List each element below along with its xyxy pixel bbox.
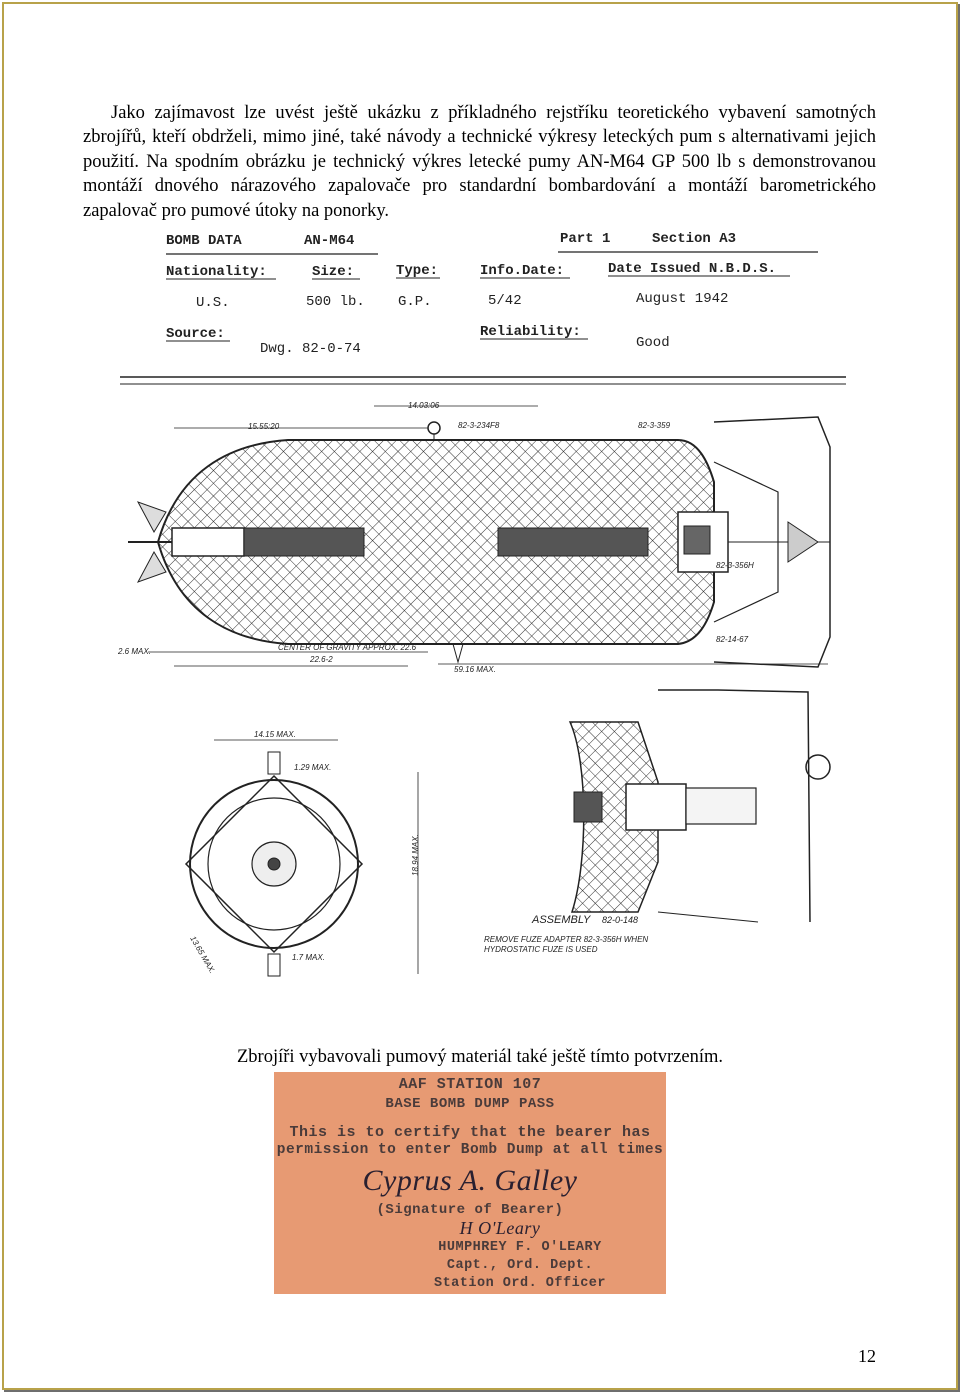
size-label: Size: [312, 264, 354, 280]
dim-tail-max: 2.6 MAX. [118, 647, 151, 656]
info-date-value: 5/42 [488, 293, 522, 309]
bomb-designation: AN-M64 [304, 233, 354, 249]
dim-cog: 22.6-2 [309, 655, 333, 664]
nationality-label: Nationality: [166, 264, 267, 280]
bomb-data-title: BOMB DATA [166, 233, 242, 249]
bomb-technical-drawing: BOMB DATA AN-M64 Part 1 Section A3 Natio… [118, 231, 846, 977]
assembly-label: ASSEMBLY [531, 914, 591, 926]
intro-paragraph: Jako zajímavost lze uvést ještě ukázku z… [83, 102, 876, 221]
dim-top: 14.03:06 [408, 401, 440, 410]
pass-station: AAF STATION 107 [398, 1076, 542, 1093]
part-tail: 82-3-359 [638, 421, 671, 430]
nationality-value: U.S. [196, 295, 230, 311]
pass-signature-caption: (Signature of Bearer) [376, 1202, 564, 1218]
source-label: Source: [166, 326, 225, 342]
type-label: Type: [396, 263, 438, 279]
part-label: Part 1 [560, 231, 610, 247]
bomb-dump-pass-photo: AAF STATION 107 BASE BOMB DUMP PASS This… [274, 1072, 666, 1294]
assembly-number: 82-0-148 [602, 915, 638, 925]
dim-height: 18.94 MAX. [411, 834, 420, 876]
part-fuze: 82-3-356H [716, 561, 754, 570]
bearer-signature: Cyprus A. Galley [362, 1164, 578, 1197]
reliability-label: Reliability: [480, 324, 581, 340]
page-number: 12 [858, 1346, 876, 1366]
dim-length: 59.16 MAX. [454, 665, 496, 674]
bomb-side-view [128, 405, 831, 668]
pass-certify-line: This is to certify that the bearer has [289, 1124, 651, 1141]
remove-note-1: REMOVE FUZE ADAPTER 82-3-356H WHEN [484, 935, 648, 944]
dim-left: 15.55:20 [248, 422, 280, 431]
dim-lug: 1.29 MAX. [294, 763, 331, 772]
part-base: 82-14-67 [716, 635, 749, 644]
part-lug: 82-3-234F8 [458, 421, 500, 430]
officer-rank: Capt., Ord. Dept. [446, 1258, 594, 1273]
fuze-assembly-view [568, 689, 831, 923]
type-value: G.P. [398, 294, 432, 310]
officer-title: Station Ord. Officer [433, 1276, 607, 1291]
date-issued-value: August 1942 [636, 291, 728, 307]
dim-diag: 13.65 MAX. [188, 935, 217, 976]
section-label: Section A3 [652, 231, 736, 247]
remove-note-2: HYDROSTATIC FUZE IS USED [484, 945, 598, 954]
pass-permission-line: permission to enter Bomb Dump at all tim… [276, 1142, 664, 1158]
bomb-front-view [184, 739, 419, 977]
reliability-value: Good [636, 335, 670, 351]
photo-caption: Zbrojíři vybavovali pumový materiál také… [236, 1047, 723, 1067]
dim-bottom: 1.7 MAX. [292, 953, 325, 962]
pass-title: BASE BOMB DUMP PASS [385, 1096, 555, 1112]
bomb-data-table: BOMB DATA AN-M64 Part 1 Section A3 Natio… [120, 231, 846, 385]
officer-signature: H O'Leary [459, 1218, 541, 1238]
size-value: 500 lb. [306, 294, 365, 310]
info-date-label: Info.Date: [480, 263, 564, 279]
center-of-gravity-label: CENTER OF GRAVITY APPROX. 22.6 [278, 643, 417, 652]
dim-width: 14.15 MAX. [254, 730, 296, 739]
officer-name: HUMPHREY F. O'LEARY [438, 1240, 602, 1255]
date-issued-label: Date Issued N.B.D.S. [608, 261, 776, 277]
source-value: Dwg. 82-0-74 [260, 341, 361, 357]
